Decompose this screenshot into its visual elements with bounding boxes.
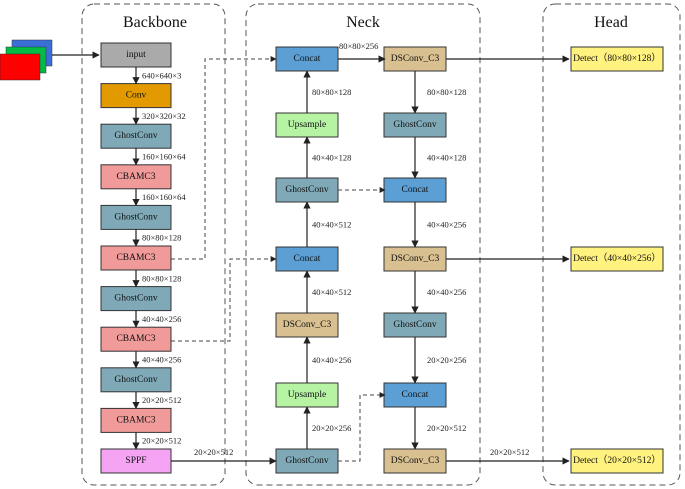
neck-right-dsconv-c3-3-label: DSConv_C3 (391, 254, 440, 264)
neck-top-dim: 80×80×256 (339, 41, 378, 51)
neck-right-dim-5: 20×20×512 (427, 423, 466, 433)
backbone-panel (81, 3, 226, 486)
neck-left-upsample-1-box (275, 112, 339, 138)
backbone-ghostconv-6-label: GhostConv (114, 294, 158, 304)
neck-left-dim-5: 20×20×256 (312, 423, 351, 433)
backbone-ghostconv-2-label: GhostConv (114, 131, 158, 141)
backbone-conv-1-label: Conv (126, 91, 147, 101)
cbamc3-p3-to-concat-top-link (171, 56, 277, 260)
input-image-icon (0, 39, 53, 81)
backbone-dim-5: 80×80×128 (142, 273, 181, 283)
backbone-sppf-10-box (100, 448, 172, 474)
neck-right-dim-2: 40×40×256 (427, 220, 466, 230)
backbone-ghostconv-8-label: GhostConv (114, 375, 158, 385)
backbone-sppf-10-label: SPPF (125, 456, 146, 466)
neck-left-ghostconv-2-box (275, 177, 339, 203)
neck-left-concat-0-label: Concat (294, 54, 321, 64)
neck-left-ghostconv-6-label: GhostConv (285, 456, 329, 466)
backbone-dim-1: 320×320×32 (142, 111, 186, 121)
bottom-out-dim: 20×20×512 (490, 447, 529, 457)
backbone-cbamc3-7-label: CBAMC3 (116, 334, 155, 344)
neck-right-concat-2-label: Concat (402, 185, 429, 195)
neck-right-ghostconv-1-box (383, 112, 447, 138)
backbone-dim-8: 20×20×512 (142, 395, 181, 405)
neck-left-dim-3: 40×40×512 (312, 287, 351, 297)
head-detect-2-box (570, 448, 664, 474)
neck-right-dim-1: 40×40×128 (427, 153, 466, 163)
backbone-cbamc3-3-box (100, 164, 172, 190)
neck-right-ghostconv-4-label: GhostConv (393, 320, 437, 330)
backbone-cbamc3-3-label: CBAMC3 (116, 172, 155, 182)
neck-right-dim-4: 20×20×256 (427, 355, 466, 365)
neck-left-dim-2: 40×40×512 (312, 220, 351, 230)
neck-left-concat-3-label: Concat (294, 254, 321, 264)
neck-right-dim-3: 40×40×256 (427, 287, 466, 297)
neck-left-ghostconv-6-box (275, 448, 339, 474)
neck-right-dsconv-c3-6-label: DSConv_C3 (391, 456, 440, 466)
backbone-ghostconv-4-box (100, 204, 172, 230)
backbone-dim-2: 160×160×64 (142, 152, 186, 162)
backbone-dim-4: 80×80×128 (142, 233, 181, 243)
head-detect-1-label: Detect（40×40×256） (573, 252, 661, 264)
backbone-input-0-box (100, 42, 172, 68)
backbone-dim-3: 160×160×64 (142, 192, 186, 202)
neck-panel (245, 3, 481, 486)
ghostconv-to-concat-right-2-link (338, 392, 386, 462)
backbone-title: Backbone (123, 14, 187, 31)
neck-left-dim-0: 80×80×128 (312, 87, 351, 97)
neck-left-dsconv-c3-4-label: DSConv_C3 (283, 320, 332, 330)
cbamc3-p4-to-concat-mid-link (171, 256, 277, 342)
neck-left-dim-4: 40×40×256 (312, 355, 351, 365)
neck-right-concat-5-label: Concat (402, 390, 429, 400)
neck-right-dim-0: 80×80×128 (427, 87, 466, 97)
backbone-dim-0: 640×640×3 (142, 70, 181, 80)
neck-right-dsconv-c3-6-box (383, 448, 447, 474)
backbone-cbamc3-5-label: CBAMC3 (116, 253, 155, 263)
backbone-cbamc3-9-label: CBAMC3 (116, 415, 155, 425)
neck-left-upsample-1-label: Upsample (288, 120, 327, 130)
neck-title: Neck (346, 14, 380, 31)
backbone-ghostconv-4-label: GhostConv (114, 212, 158, 222)
head-detect-1-box (570, 246, 664, 272)
head-title: Head (594, 14, 628, 31)
head-detect-0-label: Detect（80×80×128） (573, 52, 661, 64)
neck-left-dim-1: 40×40×128 (312, 153, 351, 163)
backbone-cbamc3-5-box (100, 245, 172, 271)
head-detect-2-label: Detect（20×20×512） (573, 454, 661, 466)
sppf-out-dim: 20×20×512 (194, 447, 233, 457)
neck-left-ghostconv-2-label: GhostConv (285, 185, 329, 195)
backbone-cbamc3-9-box (100, 407, 172, 433)
backbone-ghostconv-6-box (100, 286, 172, 312)
neck-right-dsconv-c3-0-label: DSConv_C3 (391, 54, 440, 64)
neck-right-ghostconv-1-label: GhostConv (393, 120, 437, 130)
head-panel (542, 3, 681, 486)
neck-left-upsample-5-label: Upsample (288, 390, 327, 400)
backbone-dim-6: 40×40×256 (142, 314, 181, 324)
backbone-ghostconv-8-box (100, 367, 172, 393)
backbone-input-0-label: input (126, 50, 146, 60)
head-detect-0-box (570, 46, 664, 72)
neck-left-concat-3-box (275, 246, 339, 272)
backbone-dim-9: 20×20×512 (142, 436, 181, 446)
backbone-dim-7: 40×40×256 (142, 355, 181, 365)
